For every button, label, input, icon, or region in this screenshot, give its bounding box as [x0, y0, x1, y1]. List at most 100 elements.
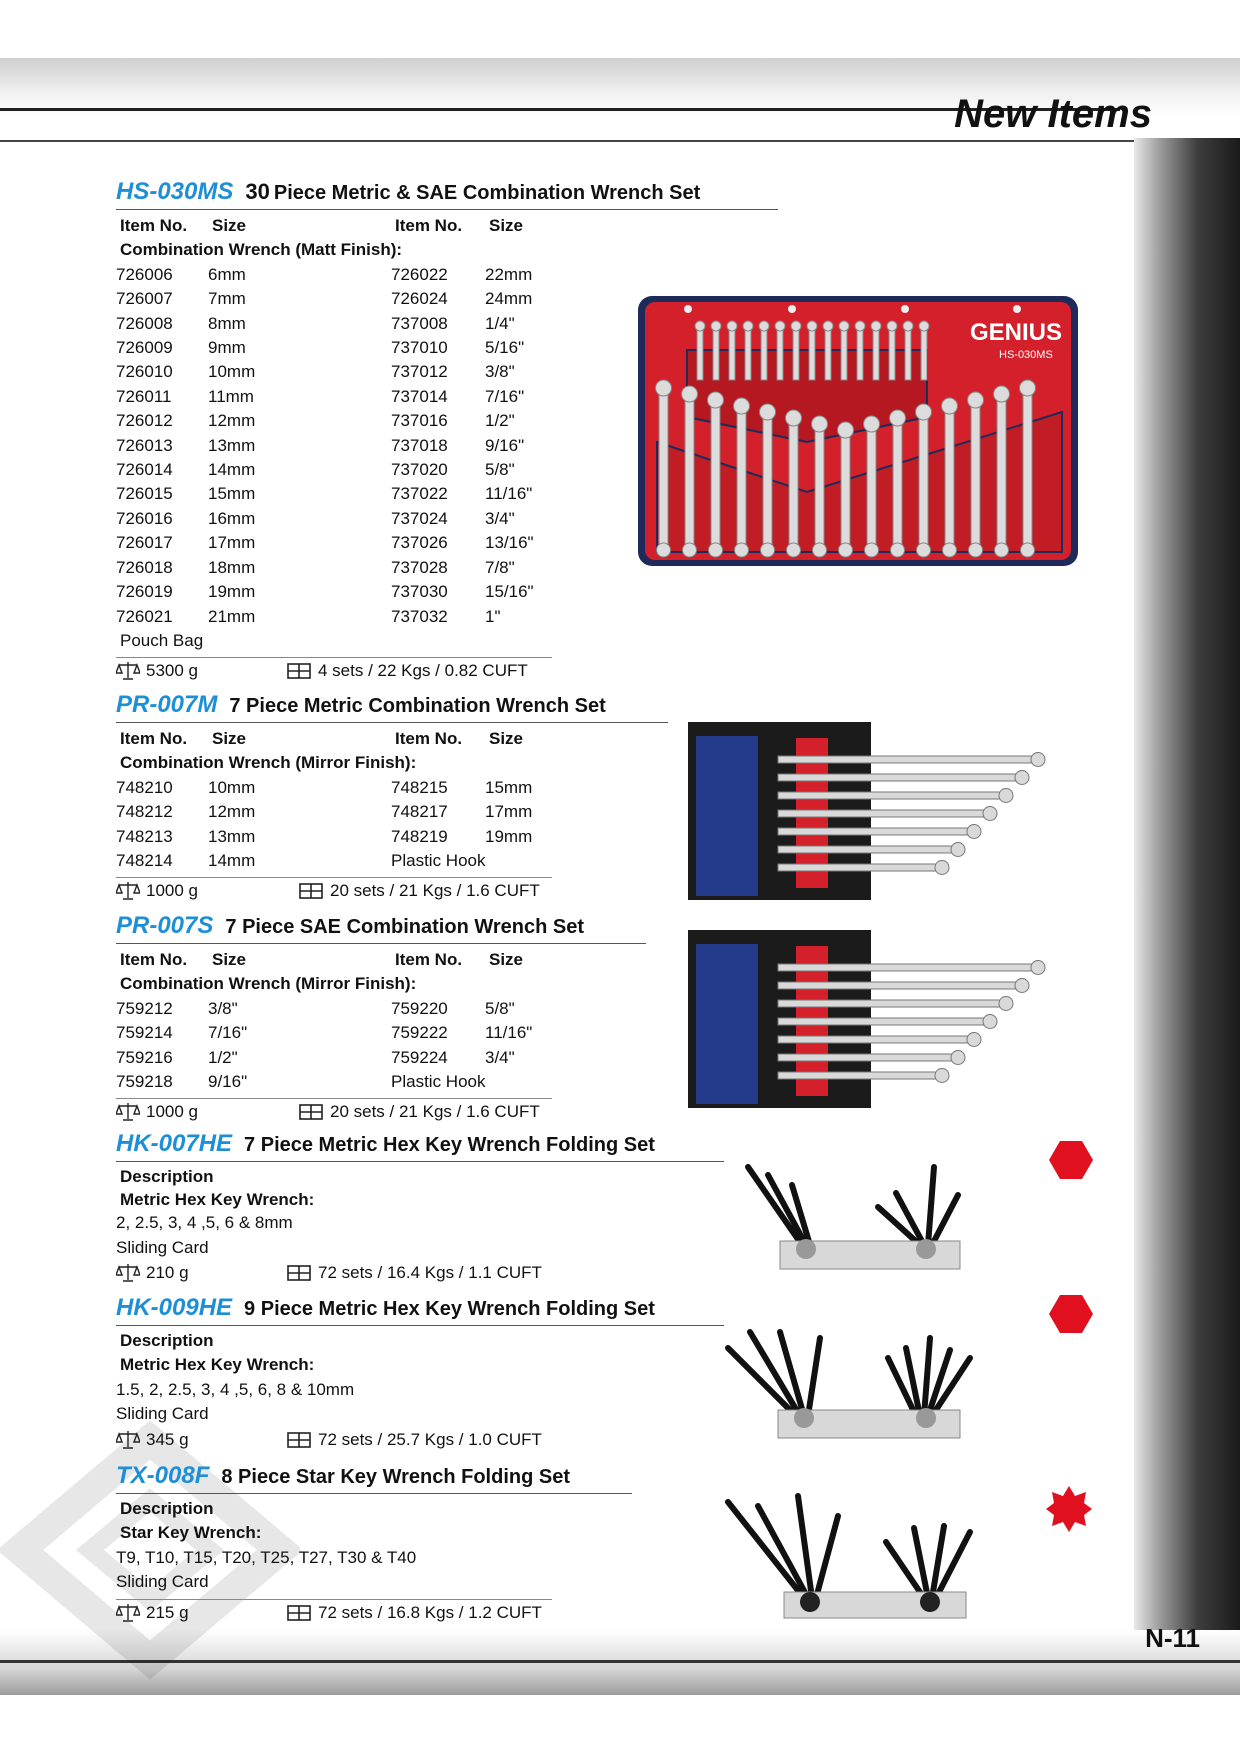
product-code: TX-008F	[116, 1462, 210, 1489]
product-code: PR-007S	[116, 912, 214, 939]
wrench	[777, 1071, 943, 1080]
wrench	[788, 417, 799, 551]
wrench-pouch-image: GENIUS HS-030MS	[638, 296, 1078, 566]
packaging-note: Pouch Bag	[120, 630, 204, 650]
star-badge-icon	[1046, 1486, 1092, 1532]
table-cell: 748212	[116, 802, 173, 822]
wrench	[777, 791, 1007, 800]
table-cell: 7/16"	[485, 386, 525, 406]
wrench	[777, 1035, 975, 1044]
table-cell: 726018	[116, 557, 173, 577]
weight: 345 g	[146, 1429, 189, 1449]
table-cell: 737014	[391, 386, 448, 406]
wrench	[744, 327, 752, 381]
section-hk-009he: HK-009HE 9 Piece Metric Hex Key Wrench F…	[116, 1294, 724, 1450]
wrench-head	[734, 542, 749, 558]
wrench-head	[656, 542, 671, 558]
wrench	[777, 773, 1023, 782]
wrench-head	[837, 421, 854, 439]
table-cell: 15mm	[485, 777, 533, 797]
wrench-head	[993, 385, 1010, 403]
wrench-head	[1019, 379, 1036, 397]
packaging-note: Sliding Card	[116, 1237, 209, 1257]
wrench	[856, 327, 864, 381]
wrench-head	[759, 403, 776, 421]
table-cell: 7/16"	[208, 1023, 248, 1043]
table-cell: 748219	[391, 826, 448, 846]
table-cell: 9/16"	[485, 435, 525, 455]
section-pr-007m: PR-007M 7 Piece Metric Combination Wrenc…	[116, 691, 668, 901]
table-cell: 14mm	[208, 851, 256, 871]
watermark-logo	[0, 1420, 300, 1680]
description-label: Description	[120, 1331, 214, 1350]
table-cell: 3/4"	[485, 508, 515, 528]
table-cell: 7/8"	[485, 557, 515, 577]
weight: 5300 g	[146, 661, 198, 681]
wrench-head	[870, 320, 882, 332]
carton-icon	[287, 1604, 311, 1621]
wrench-head	[1020, 542, 1035, 558]
table-cell: 6mm	[208, 264, 246, 284]
wrench-head	[890, 542, 905, 558]
star-key-set-image	[725, 1493, 973, 1619]
product-name: 8 Piece Star Key Wrench Folding Set	[221, 1466, 570, 1488]
packing-info: 215 g 72 sets / 16.8 Kgs / 1.2 CUFT	[116, 1598, 552, 1623]
scale-icon	[116, 1103, 140, 1122]
wrench-head	[902, 320, 914, 332]
description-label: Description	[120, 1499, 214, 1518]
wrench	[777, 755, 1039, 764]
table-cell: 3/8"	[485, 362, 515, 382]
table-cell: 3/8"	[208, 998, 238, 1018]
wrench-head	[854, 320, 866, 332]
sae-wrench-card-image	[688, 930, 1046, 1108]
table-cell: 737010	[391, 338, 448, 358]
table-cell: 737026	[391, 533, 448, 553]
table-cell: 726021	[116, 606, 173, 626]
wrench	[777, 809, 991, 818]
table-cell: 24mm	[485, 289, 533, 309]
bottom-rule	[0, 1660, 1240, 1663]
table-cell: 726017	[116, 533, 173, 553]
carton-icon	[299, 1104, 323, 1121]
table-cell: 5/16"	[485, 338, 525, 358]
table-cell: 1/4"	[485, 313, 515, 333]
top-band	[0, 58, 1240, 116]
table-cell: 9mm	[208, 338, 246, 358]
table-cell: 11/16"	[485, 484, 533, 504]
description-block: Description Star Key Wrench: T9, T10, T1…	[116, 1497, 632, 1595]
table-cell: 726013	[116, 435, 173, 455]
wrench	[728, 327, 736, 381]
wrench	[777, 999, 1007, 1008]
column-header: Size	[212, 950, 247, 969]
scale-icon	[116, 1264, 140, 1282]
wrench-head	[994, 542, 1009, 558]
section-title: PR-007S 7 Piece SAE Combination Wrench S…	[116, 912, 646, 944]
table-cell: 737022	[391, 484, 448, 504]
description-sizes: 1.5, 2, 2.5, 3, 4 ,5, 6, 8 & 10mm	[116, 1379, 355, 1399]
wrench	[760, 327, 768, 381]
wrench-head	[934, 860, 950, 875]
wrench-head	[942, 542, 957, 558]
wrench-head	[966, 824, 982, 839]
table-cell: 19mm	[208, 582, 256, 602]
hex-badge-icon	[1049, 1295, 1093, 1333]
wrench-head	[694, 320, 706, 332]
top-rule	[0, 108, 1120, 111]
table-cell: 737012	[391, 362, 448, 382]
wrench	[777, 1017, 991, 1026]
table-cell: 759220	[391, 998, 448, 1018]
wrench-head	[998, 788, 1014, 803]
description-block: Description Metric Hex Key Wrench: 2, 2.…	[116, 1165, 724, 1260]
wrench-head	[934, 1068, 950, 1083]
table-cell: 726024	[391, 289, 448, 309]
table-cell: 726010	[116, 362, 173, 382]
table-cell: 759224	[391, 1047, 448, 1067]
table-cell: 10mm	[208, 362, 256, 382]
section-title: HK-007HE 7 Piece Metric Hex Key Wrench F…	[116, 1130, 724, 1162]
description-subheading: Metric Hex Key Wrench:	[120, 1190, 315, 1210]
table-cell: 15/16"	[485, 582, 534, 602]
wrench-head	[863, 415, 880, 433]
scale-icon	[116, 1430, 140, 1449]
